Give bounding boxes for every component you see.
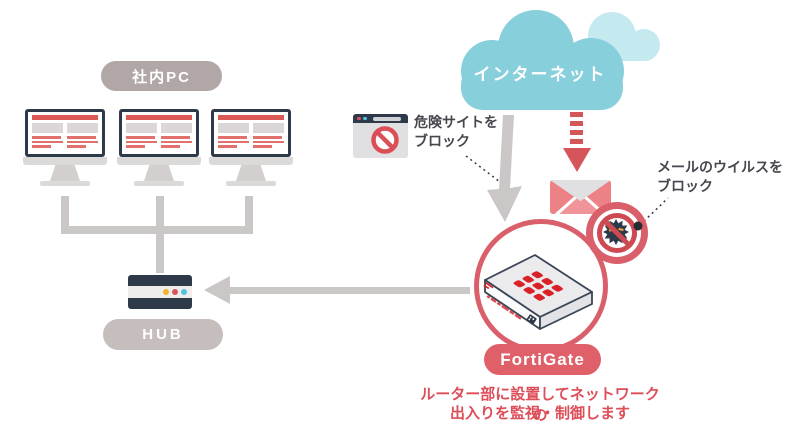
prohibition-icon (371, 126, 399, 154)
internet-cloud-icon (461, 10, 660, 110)
arrow-fortigate-to-hub-shaft (230, 287, 470, 294)
hub-led-cyan (181, 289, 187, 295)
mail-envelope-icon (550, 180, 611, 214)
leader-line-web-block (465, 155, 501, 183)
hub-led-yellow (163, 289, 169, 295)
connector-line-center (156, 196, 164, 273)
internet-label: インターネット (473, 65, 607, 84)
hub-label: HUB (142, 326, 184, 343)
arrow-internet-to-mail (563, 112, 591, 172)
connector-line-horizontal (61, 226, 253, 234)
hub-label-pill: HUB (103, 319, 223, 350)
monitor-frame (211, 109, 291, 157)
mail-block-line1: メールのウイルスを (657, 159, 783, 175)
hub-led-red (172, 289, 178, 295)
fortigate-label: FortiGate (500, 349, 585, 369)
office-pc-label: 社内PC (132, 68, 191, 86)
blocked-virus-icon (586, 202, 648, 264)
monitor-frame (25, 109, 105, 157)
browser-address-bar (373, 116, 401, 121)
blocked-website-icon (353, 114, 408, 158)
fortigate-caption-line2: 出入りを監視・制御します (449, 405, 630, 422)
pc-monitor-3 (209, 109, 293, 186)
fortinet-logo (513, 271, 563, 301)
connector-line-left (61, 196, 69, 234)
mail-block-line2: ブロック (657, 178, 713, 194)
connector-line-right (245, 196, 253, 234)
leader-anchor-dot (633, 221, 643, 231)
mail-block-note: メールのウイルスを ブロック (657, 158, 783, 196)
arrow-fortigate-to-hub-head (204, 276, 230, 304)
fortigate-appliance-icon (483, 254, 593, 330)
web-block-line2: ブロック (414, 133, 470, 149)
web-block-note: 危険サイトを ブロック (414, 113, 498, 151)
monitor-frame (119, 109, 199, 157)
web-block-line1: 危険サイトを (414, 114, 498, 130)
pc-monitor-2 (117, 109, 201, 186)
arrow-internet-to-fortigate (487, 115, 522, 222)
office-pc-label-pill: 社内PC (101, 61, 222, 91)
browser-title-bar (353, 114, 408, 123)
pc-monitor-1 (23, 109, 107, 186)
fortigate-label-pill: FortiGate (484, 344, 601, 375)
hub-device-icon (128, 275, 192, 309)
